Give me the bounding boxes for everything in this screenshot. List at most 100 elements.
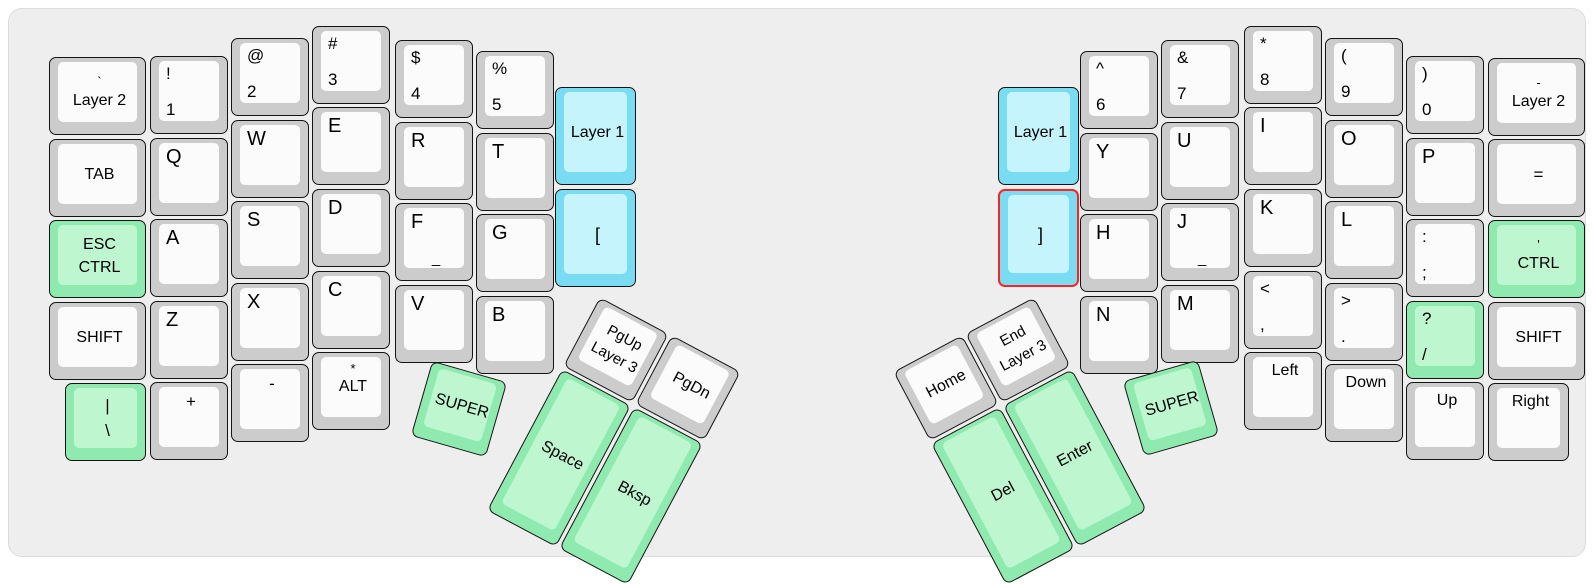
key-left-lbracket[interactable]: [ xyxy=(555,189,636,287)
key-right-minus-layer2[interactable]: -Layer 2 xyxy=(1488,58,1585,136)
key-right-arrow-left[interactable]: Left xyxy=(1244,352,1322,430)
key-label: * xyxy=(350,361,356,376)
key-labels: :; xyxy=(1422,228,1472,282)
key-right-l[interactable]: L xyxy=(1325,201,1403,279)
key-right-paren-9[interactable]: (9 xyxy=(1325,38,1403,116)
key-right-m[interactable]: M xyxy=(1161,285,1239,363)
keycap-top xyxy=(1334,369,1394,429)
key-right-p[interactable]: P xyxy=(1406,138,1484,216)
key-label: # xyxy=(328,34,338,53)
key-label: Z xyxy=(166,309,179,331)
key-left-v[interactable]: V xyxy=(395,285,473,363)
key-left-shift[interactable]: SHIFT xyxy=(49,302,146,380)
keycap-top xyxy=(321,112,381,172)
key-left-plus[interactable]: + xyxy=(150,382,228,460)
key-left-at-2[interactable]: @2 xyxy=(231,38,309,116)
key-left-e[interactable]: E xyxy=(312,107,390,185)
key-left-q[interactable]: Q xyxy=(150,138,228,216)
key-right-paren-0[interactable]: )0 xyxy=(1406,56,1484,134)
key-labels: !1 xyxy=(166,65,216,119)
key-label: Left xyxy=(1271,362,1299,379)
key-label: ) xyxy=(1422,64,1428,83)
key-right-comma[interactable]: <, xyxy=(1244,271,1322,349)
key-label: X xyxy=(247,291,261,313)
key-right-y[interactable]: Y xyxy=(1080,133,1158,211)
key-left-tab[interactable]: TAB xyxy=(49,139,146,217)
key-right-k[interactable]: K xyxy=(1244,189,1322,267)
keycap-top xyxy=(1497,144,1576,204)
key-left-g[interactable]: G xyxy=(476,214,554,292)
key-label: ? xyxy=(1422,309,1432,328)
key-right-layer1[interactable]: Layer 1 xyxy=(998,87,1079,185)
key-left-minus[interactable]: - xyxy=(231,364,309,442)
keycap-top xyxy=(240,369,300,429)
key-right-rbracket[interactable]: ] xyxy=(998,189,1079,287)
keycap-top xyxy=(1334,288,1394,348)
key-left-grave-layer2[interactable]: `Layer 2 xyxy=(49,57,146,135)
key-label: 2 xyxy=(247,82,257,102)
key-left-x[interactable]: X xyxy=(231,283,309,361)
key-left-f[interactable]: F_ xyxy=(395,203,473,281)
key-left-layer1[interactable]: Layer 1 xyxy=(555,87,636,185)
keycap-top xyxy=(564,92,627,172)
key-right-arrow-right[interactable]: Right xyxy=(1488,383,1569,461)
key-left-pipe-backslash[interactable]: |\ xyxy=(65,383,146,461)
key-label: \ xyxy=(105,421,110,440)
key-right-period[interactable]: >. xyxy=(1325,283,1403,361)
key-right-caret-6[interactable]: ^6 xyxy=(1080,51,1158,129)
keycap-top xyxy=(485,219,545,279)
key-right-n[interactable]: N xyxy=(1080,296,1158,374)
key-left-r[interactable]: R xyxy=(395,122,473,200)
keycap-top xyxy=(404,45,464,105)
key-right-h[interactable]: H xyxy=(1080,214,1158,292)
key-label: 1 xyxy=(166,100,176,120)
key-label: . xyxy=(1341,327,1346,347)
key-left-t[interactable]: T xyxy=(476,133,554,211)
key-right-colon-semi[interactable]: :; xyxy=(1406,219,1484,297)
key-right-super[interactable]: SUPER xyxy=(1122,359,1220,457)
keycap-top xyxy=(240,288,300,348)
key-right-equals[interactable]: = xyxy=(1488,139,1585,217)
key-left-d[interactable]: D xyxy=(312,189,390,267)
key-label: | xyxy=(105,396,110,416)
key-left-c[interactable]: C xyxy=(312,271,390,349)
key-right-shift[interactable]: SHIFT xyxy=(1488,302,1585,380)
key-right-j[interactable]: J_ xyxy=(1161,203,1239,281)
key-labels: ] xyxy=(1015,199,1066,271)
key-labels: S xyxy=(247,210,297,264)
key-left-super[interactable]: SUPER xyxy=(410,360,508,458)
key-right-quote-ctrl[interactable]: 'CTRL xyxy=(1488,220,1585,298)
key-labels: &7 xyxy=(1177,49,1227,103)
key-left-b[interactable]: B xyxy=(476,296,554,374)
key-right-o[interactable]: O xyxy=(1325,120,1403,198)
key-right-i[interactable]: I xyxy=(1244,107,1322,185)
key-label: C xyxy=(328,279,343,301)
key-labels: Home xyxy=(912,349,981,420)
key-left-z[interactable]: Z xyxy=(150,301,228,379)
key-labels: @2 xyxy=(247,47,297,101)
key-labels: P xyxy=(1422,147,1472,201)
key-label: T xyxy=(492,141,505,163)
key-left-hash-3[interactable]: #3 xyxy=(312,26,390,104)
key-left-w[interactable]: W xyxy=(231,120,309,198)
key-right-arrow-down[interactable]: Down xyxy=(1325,364,1403,442)
keycap-top xyxy=(485,56,545,116)
key-right-star-8[interactable]: *8 xyxy=(1244,26,1322,104)
key-left-star-alt[interactable]: *ALT xyxy=(312,352,390,430)
key-right-amp-7[interactable]: &7 xyxy=(1161,40,1239,118)
key-left-pct-5[interactable]: %5 xyxy=(476,51,554,129)
homing-bar: _ xyxy=(1197,250,1207,267)
key-label: B xyxy=(492,304,506,326)
key-right-u[interactable]: U xyxy=(1161,122,1239,200)
key-right-question-slash[interactable]: ?/ xyxy=(1406,301,1484,379)
key-left-excl-1[interactable]: !1 xyxy=(150,56,228,134)
key-label: H xyxy=(1096,222,1111,244)
key-labels: H xyxy=(1096,223,1146,277)
key-left-dollar-4[interactable]: $4 xyxy=(395,40,473,118)
key-left-s[interactable]: S xyxy=(231,201,309,279)
key-labels: 'CTRL xyxy=(1504,229,1573,283)
key-left-a[interactable]: A xyxy=(150,219,228,297)
key-right-arrow-up[interactable]: Up xyxy=(1406,382,1484,460)
